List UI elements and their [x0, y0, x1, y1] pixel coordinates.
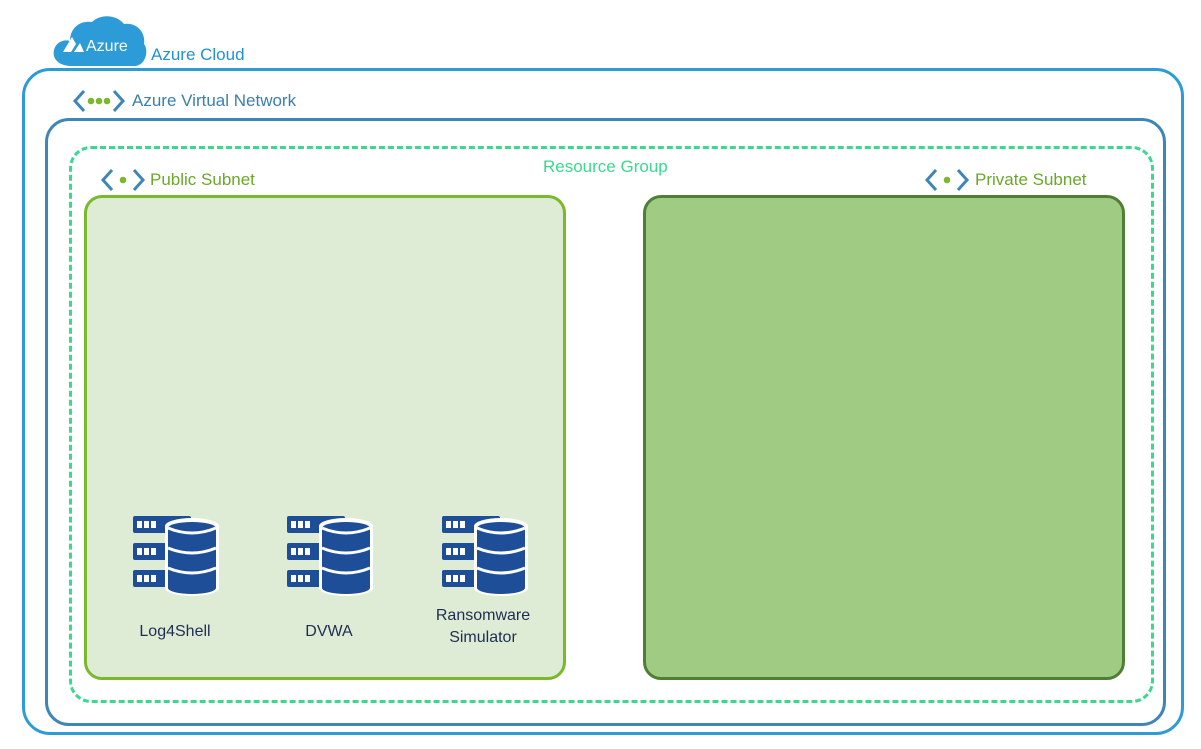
server-label-line: Simulator [449, 629, 517, 646]
private-subnet-icon [924, 168, 970, 192]
server-database-icon [133, 516, 221, 598]
public-subnet-label: Public Subnet [150, 170, 255, 189]
virtual-network-label: Azure Virtual Network [132, 91, 297, 110]
virtual-network-container [45, 118, 1166, 726]
server-label-line: Log4Shell [139, 623, 211, 640]
azure-cloud-icon: Azure [53, 16, 147, 66]
virtual-network-icon [72, 89, 126, 113]
public-subnet-container [84, 195, 566, 680]
server-label-ransomware-simulator: Ransomware Simulator [413, 605, 553, 649]
server-database-icon [287, 516, 375, 598]
private-subnet-container [643, 195, 1125, 680]
azure-badge-label: Azure [86, 38, 128, 55]
azure-cloud-container [22, 68, 1184, 735]
server-database-icon [442, 516, 530, 598]
server-label-line: Ransomware [435, 607, 531, 624]
public-subnet-icon [100, 168, 146, 192]
server-label-dvwa: DVWA [259, 621, 399, 643]
resource-group-container [69, 146, 1154, 703]
server-label-log4shell: Log4Shell [105, 621, 245, 643]
resource-group-label: Resource Group [543, 157, 668, 176]
private-subnet-label: Private Subnet [975, 170, 1087, 189]
server-label-line: DVWA [305, 623, 353, 640]
azure-cloud-label: Azure Cloud [151, 45, 245, 64]
